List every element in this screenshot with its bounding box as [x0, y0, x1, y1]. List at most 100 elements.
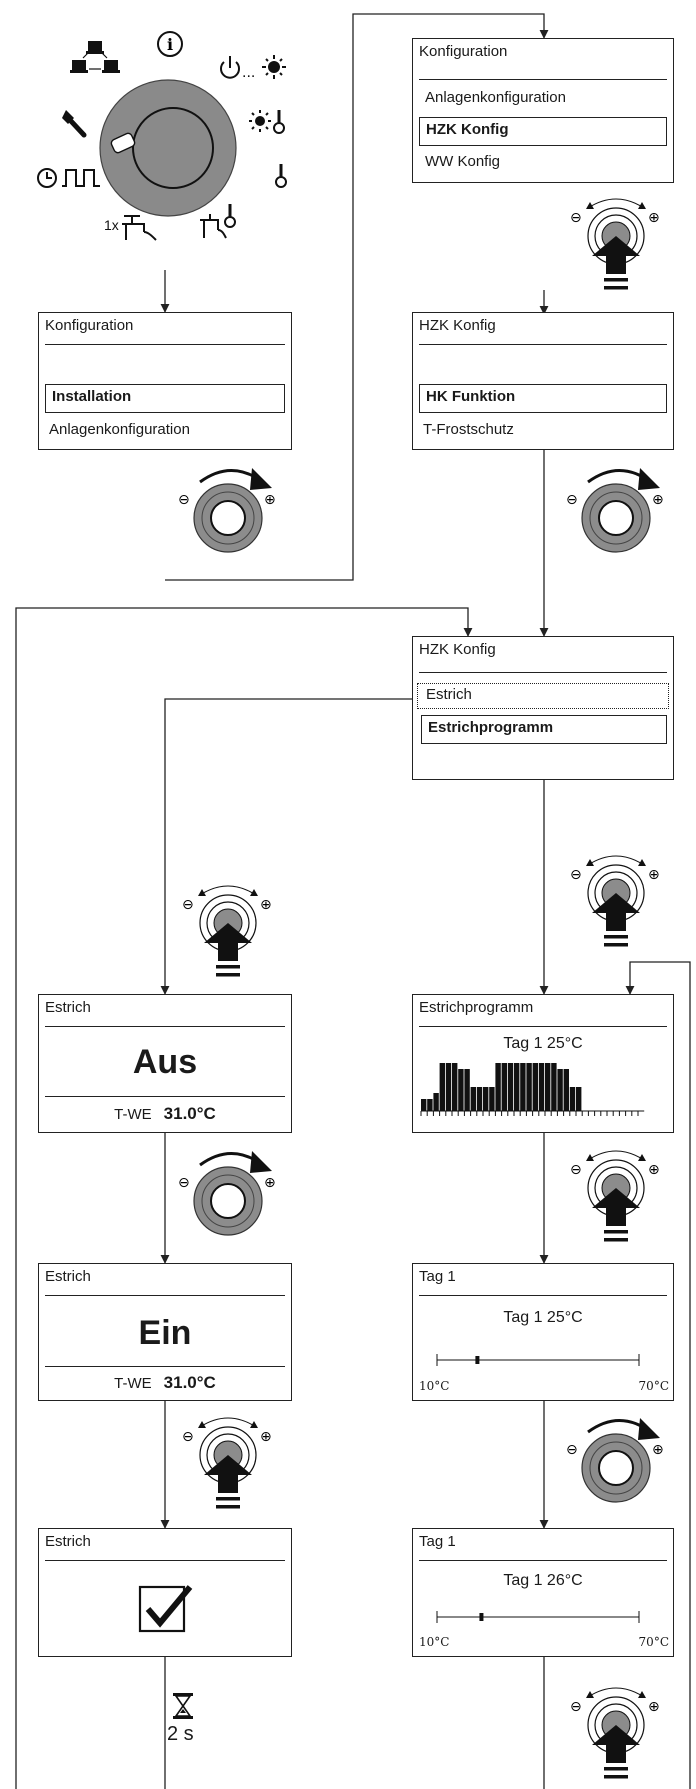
menu-item-hzk-konfig[interactable]: HZK Konfig — [419, 117, 667, 146]
screen-hzk-konfig-1: HZK Konfig HK Funktion T-Frostschutz — [412, 312, 674, 450]
estrich-status-value: Ein — [138, 1314, 192, 1352]
knob-minus-sign: ⊖ — [178, 492, 190, 508]
knob-plus-sign: ⊕ — [648, 210, 660, 226]
knob-minus-sign: ⊖ — [570, 1699, 582, 1715]
title-divider — [419, 1026, 667, 1027]
t-we-label: T-WE — [114, 1106, 152, 1123]
knob-plus-sign: ⊕ — [648, 1162, 660, 1178]
knob-press[interactable]: ⊖⊕ — [566, 1138, 666, 1248]
knob-press[interactable]: ⊖⊕ — [566, 186, 666, 296]
screen-title: Tag 1 — [419, 1533, 456, 1550]
title-divider — [45, 1295, 285, 1296]
program-bar — [563, 1069, 569, 1111]
estrich-status-value: Aus — [132, 1043, 198, 1081]
program-bar — [551, 1063, 557, 1111]
moon-thermometer-icon — [254, 160, 290, 190]
knob-turn[interactable]: ⊖⊕ — [178, 452, 278, 562]
menu-item-hk-funktion[interactable]: HK Funktion — [419, 384, 667, 413]
title-divider — [45, 344, 285, 345]
program-bar — [545, 1063, 551, 1111]
slider-thumb — [475, 1356, 480, 1364]
title-divider — [419, 672, 667, 673]
info-icon: i — [156, 30, 184, 58]
knob-plus-sign: ⊕ — [648, 867, 660, 883]
checkmark-icon — [138, 1581, 196, 1637]
menu-item-anlagenkonfiguration[interactable]: Anlagenkonfiguration — [425, 89, 566, 106]
title-divider — [419, 1560, 667, 1561]
temperature-slider[interactable] — [433, 1350, 653, 1370]
menu-item-anlagenkonfiguration[interactable]: Anlagenkonfiguration — [49, 421, 190, 438]
program-bar — [458, 1069, 464, 1111]
program-bar — [483, 1087, 489, 1111]
knob-press[interactable]: ⊖⊕ — [178, 1405, 278, 1515]
temperature-slider[interactable] — [433, 1607, 653, 1627]
title-divider — [45, 1026, 285, 1027]
slider-min-label: 10°C — [419, 1379, 450, 1393]
connector-s4-to-s5 — [160, 698, 416, 995]
screen-title: Estrich — [45, 1268, 91, 1285]
footer-divider — [45, 1366, 285, 1367]
connector-loop-right — [625, 961, 691, 1789]
knob-minus-sign: ⊖ — [566, 1442, 578, 1458]
day-temp-value: Tag 1 26°C — [503, 1572, 583, 1589]
program-bar — [470, 1087, 476, 1111]
title-divider — [45, 1560, 285, 1561]
knob-press[interactable]: ⊖⊕ — [566, 843, 666, 953]
knob-press[interactable]: ⊖⊕ — [566, 1675, 666, 1785]
slider-max-label: 70°C — [638, 1635, 669, 1649]
screen-title: Estrichprogramm — [419, 999, 534, 1016]
mode-dial[interactable] — [98, 78, 238, 218]
program-bar — [501, 1063, 507, 1111]
knob-press[interactable]: ⊖⊕ — [178, 873, 278, 983]
screen-tag-1-a: Tag 1 Tag 1 25°C 10°C 70°C — [412, 1263, 674, 1401]
knob-minus-sign: ⊖ — [570, 1162, 582, 1178]
title-divider — [419, 344, 667, 345]
menu-item-ww-konfig[interactable]: WW Konfig — [425, 153, 501, 170]
program-bar — [514, 1063, 520, 1111]
menu-item-estrich[interactable]: Estrich — [417, 683, 669, 709]
knob-plus-sign: ⊕ — [648, 1699, 660, 1715]
svg-text:1x: 1x — [104, 217, 119, 233]
menu-item-t-frostschutz[interactable]: T-Frostschutz — [423, 421, 514, 438]
t-we-value: 31.0°C — [163, 1373, 216, 1392]
menu-item-estrichprogramm[interactable]: Estrichprogramm — [421, 715, 667, 744]
program-bar — [427, 1099, 433, 1111]
knob-turn[interactable]: ⊖⊕ — [178, 1135, 278, 1245]
knob-plus-sign: ⊕ — [264, 492, 276, 508]
knob-turn[interactable]: ⊖⊕ — [566, 452, 666, 562]
screen-title: Konfiguration — [45, 317, 134, 334]
program-day-temp: Tag 1 25°C — [503, 1035, 583, 1052]
knob-minus-sign: ⊖ — [566, 492, 578, 508]
program-bar — [439, 1063, 445, 1111]
screen-konfiguration-1: Konfiguration Installation Anlagenkonfig… — [38, 312, 292, 450]
wrench-icon — [60, 108, 88, 138]
knob-plus-sign: ⊕ — [260, 897, 272, 913]
slider-max-label: 70°C — [638, 1379, 669, 1393]
screen-konfiguration-2: Konfiguration Anlagenkonfiguration HZK K… — [412, 38, 674, 183]
program-profile-chart — [420, 1063, 645, 1116]
knob-minus-sign: ⊖ — [570, 867, 582, 883]
screen-title: Konfiguration — [419, 43, 508, 60]
clock-pulse-icon — [36, 166, 112, 190]
program-bar — [452, 1063, 458, 1111]
sun-thermometer-icon — [248, 106, 288, 136]
title-divider — [419, 1295, 667, 1296]
svg-text:...: ... — [242, 64, 255, 81]
knob-minus-sign: ⊖ — [182, 1429, 194, 1445]
knob-turn[interactable]: ⊖⊕ — [566, 1402, 666, 1512]
knob-plus-sign: ⊕ — [652, 492, 664, 508]
program-bar — [489, 1087, 495, 1111]
knob-minus-sign: ⊖ — [178, 1175, 190, 1191]
connector-loop-left — [15, 607, 473, 1789]
screen-title: Estrich — [45, 1533, 91, 1550]
menu-item-installation[interactable]: Installation — [45, 384, 285, 413]
program-bar — [507, 1063, 514, 1111]
screen-title: HZK Konfig — [419, 641, 496, 658]
screen-estrichprogramm: Estrichprogramm Tag 1 25°C — [412, 994, 674, 1133]
program-bar — [538, 1063, 545, 1111]
knob-minus-sign: ⊖ — [570, 210, 582, 226]
knob-plus-sign: ⊕ — [652, 1442, 664, 1458]
